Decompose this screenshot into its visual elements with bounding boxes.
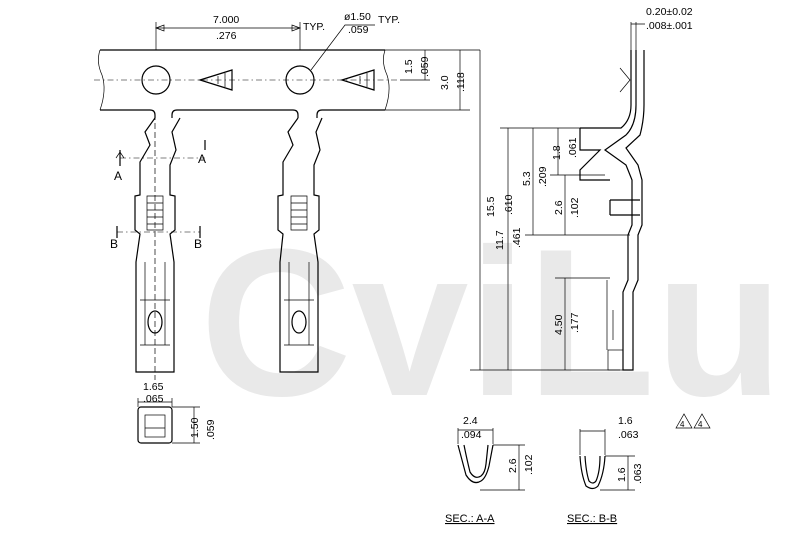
end-height-mm: 1.50 <box>189 417 201 438</box>
revision-mark-1: 4 <box>680 420 685 429</box>
direction-arrow-1 <box>197 69 233 91</box>
sec-aa-height-in: .102 <box>523 454 535 475</box>
total-length-mm: 15.5 <box>485 196 497 217</box>
hole-diameter-callout: ø1.50 .059 TYP. <box>310 11 400 71</box>
pilot-hole-1 <box>141 65 171 95</box>
sec-aa-width-mm: 2.4 <box>463 415 478 427</box>
end-height-in: .059 <box>205 419 217 440</box>
hole-note: TYP. <box>378 14 400 26</box>
end-view: 1.65 .065 1.50 .059 <box>137 381 217 444</box>
pitch-in: .276 <box>216 30 237 42</box>
section-b-label-right: B <box>194 237 202 251</box>
len-26-in: .102 <box>569 197 581 218</box>
hole-dia-mm: ø1.50 <box>344 11 371 23</box>
len-18-mm: 1.8 <box>551 145 563 160</box>
len-117-in: .461 <box>511 227 523 248</box>
thickness-in: .008±.001 <box>646 20 693 32</box>
section-bb: 1.6 .063 1.6 .063 SEC.: B-B <box>567 415 644 525</box>
len-53-mm: 5.3 <box>521 171 533 186</box>
sec-bb-height-in: .063 <box>632 463 644 484</box>
sec-bb-width-in: .063 <box>618 429 639 441</box>
terminal-1 <box>134 114 181 380</box>
terminal-2 <box>277 117 323 373</box>
section-mark-b: B B <box>110 226 202 251</box>
carrier-strip <box>94 49 400 118</box>
thickness-dimension: 0.20±0.02 .008±.001 <box>630 6 693 50</box>
total-length-in: .610 <box>503 194 515 215</box>
carrier-width-in: .118 <box>455 72 467 92</box>
hole-offset-mm: 1.5 <box>403 59 415 74</box>
section-b-label-left: B <box>110 237 118 251</box>
revision-marks: 4 4 <box>675 413 711 429</box>
sec-bb-label: SEC.: B-B <box>567 513 617 525</box>
direction-arrow-2 <box>339 69 375 91</box>
section-a-label-left: A <box>114 169 122 183</box>
len-117-mm: 11.7 <box>494 230 506 250</box>
len-53-in: .209 <box>537 166 549 187</box>
len-450-mm: 4.50 <box>553 314 565 335</box>
len-18-in: .061 <box>567 137 579 158</box>
section-aa: 2.4 .094 2.6 .102 SEC.: A-A <box>445 415 535 525</box>
sec-bb-height-mm: 1.6 <box>616 467 628 482</box>
side-view <box>579 50 645 371</box>
thickness-mm: 0.20±0.02 <box>646 6 693 18</box>
revision-mark-2: 4 <box>698 420 703 429</box>
sec-aa-label: SEC.: A-A <box>445 513 495 525</box>
side-dimensions: 15.5 .610 11.7 .461 5.3 .209 1.8 .061 2.… <box>470 49 630 371</box>
pitch-mm: 7.000 <box>213 14 239 26</box>
end-width-mm: 1.65 <box>143 381 164 393</box>
len-450-in: .177 <box>569 312 581 333</box>
sec-aa-height-mm: 2.6 <box>507 458 519 473</box>
watermark: CviLu <box>200 205 783 440</box>
pitch-dimension: 7.000 .276 TYP. <box>155 14 325 50</box>
carrier-dimensions: 1.5 .059 3.0 .118 <box>385 49 470 111</box>
sec-aa-width-in: .094 <box>461 429 482 441</box>
end-width-in: .065 <box>143 393 164 405</box>
section-mark-a: A A <box>114 140 206 183</box>
hole-offset-in: .059 <box>419 56 431 77</box>
carrier-width-mm: 3.0 <box>439 75 451 90</box>
sec-bb-width-mm: 1.6 <box>618 415 633 427</box>
len-26-mm: 2.6 <box>553 200 565 215</box>
hole-dia-in: .059 <box>348 24 369 36</box>
section-a-label-right: A <box>198 152 206 166</box>
pilot-hole-2 <box>285 65 315 95</box>
pitch-note: TYP. <box>303 21 325 33</box>
